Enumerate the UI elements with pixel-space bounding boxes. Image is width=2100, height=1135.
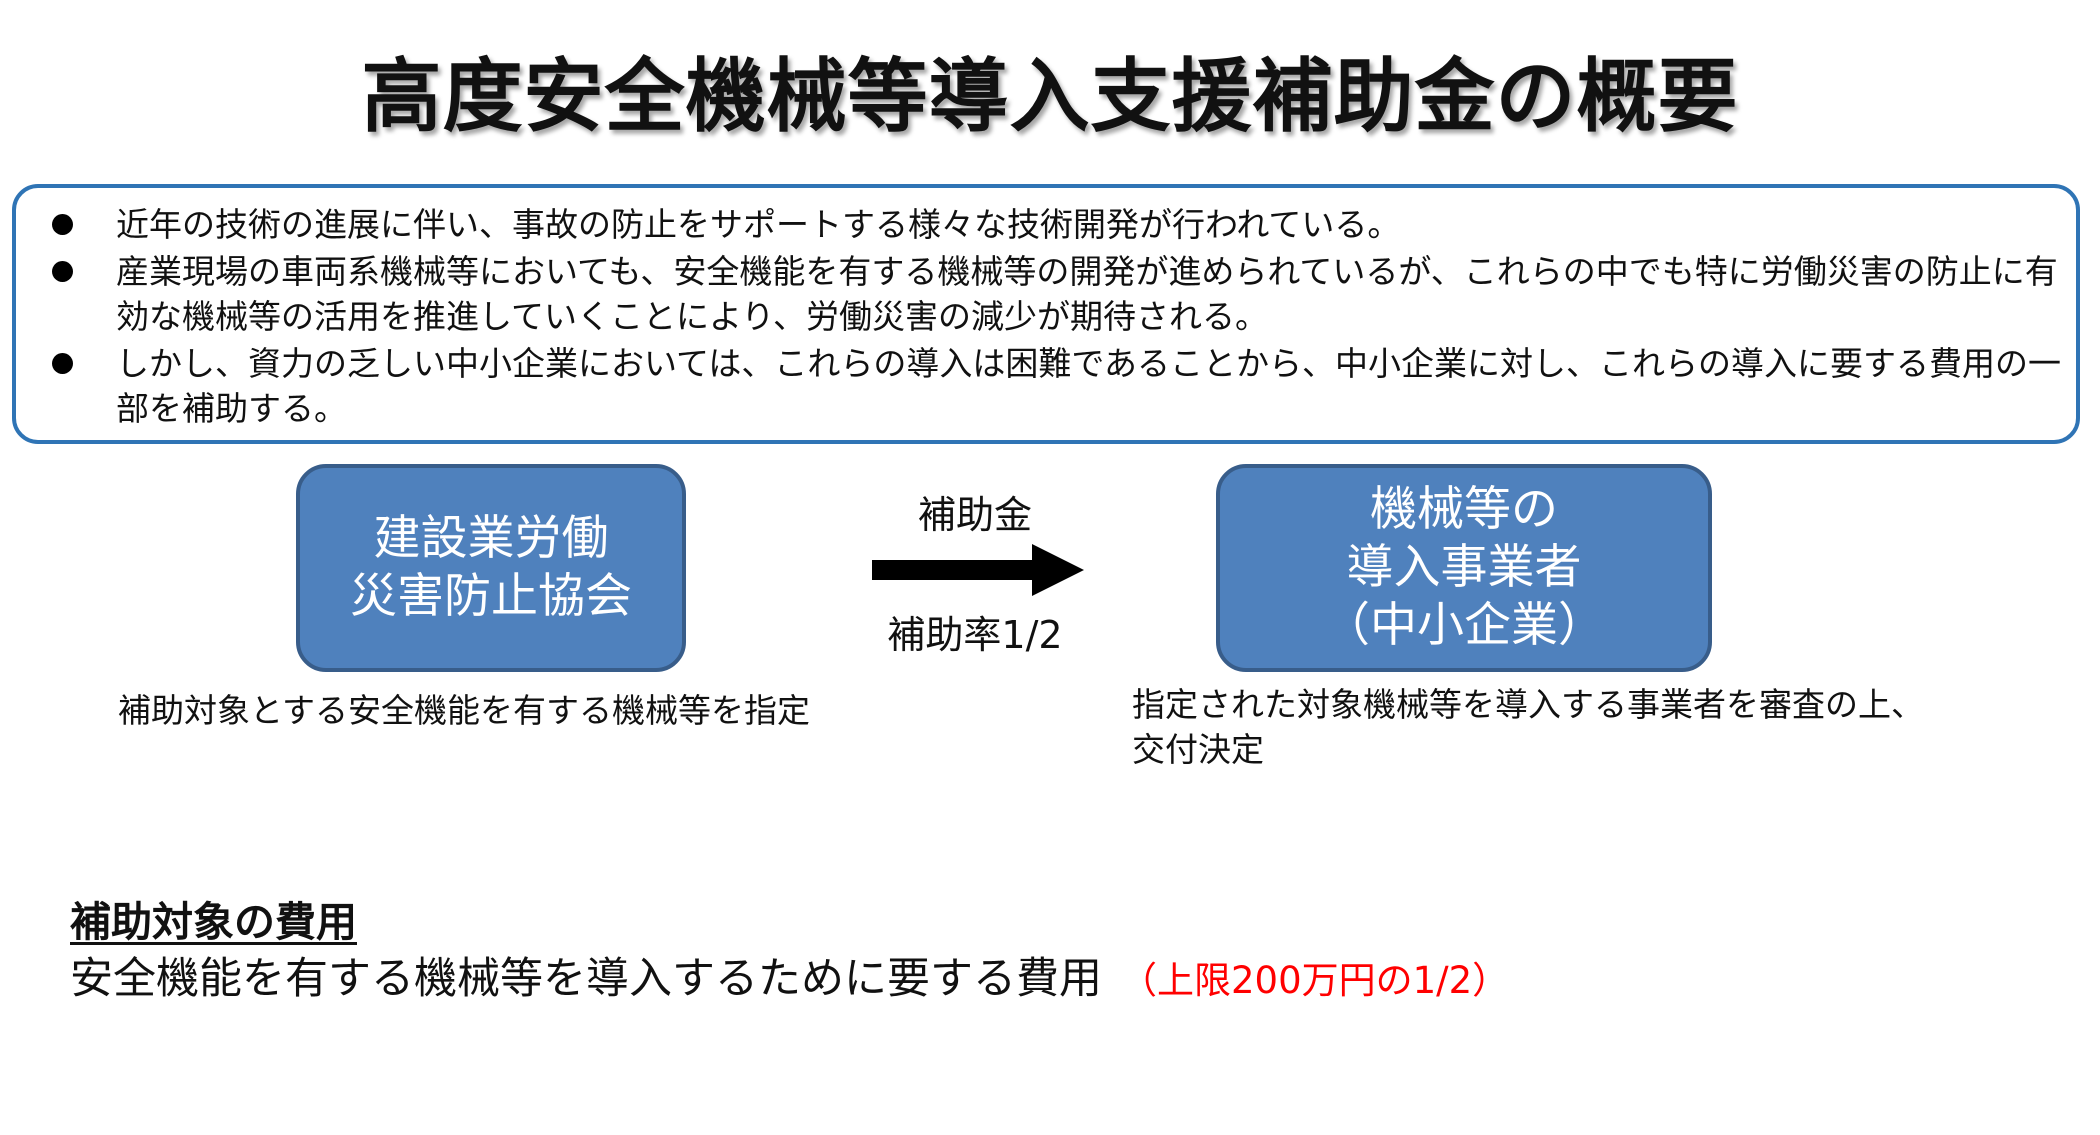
summary-bullet-item: 近年の技術の進展に伴い、事故の防止をサポートする様々な技術開発が行われている。 <box>46 202 2076 247</box>
subsidy-rate-label: 補助率1/2 <box>887 613 1063 657</box>
cost-limit-note: （上限200万円の1/2） <box>1120 959 1510 1002</box>
summary-bullet-list: 近年の技術の進展に伴い、事故の防止をサポートする様々な技術開発が行われている。 … <box>46 202 2076 433</box>
summary-bullet-item: 産業現場の車両系機械等においても、安全機能を有する機械等の開発が進められているが… <box>46 249 2076 339</box>
summary-bullet-text: 産業現場の車両系機械等においても、安全機能を有する機械等の開発が進められているが… <box>116 252 2058 336</box>
recipient-box: 機械等の 導入事業者 （中小企業） <box>1216 464 1712 672</box>
summary-bullet-text: 近年の技術の進展に伴い、事故の防止をサポートする様々な技術開発が行われている。 <box>116 205 1401 244</box>
association-label-line1: 建設業労働 <box>373 511 609 566</box>
subsidy-label: 補助金 <box>917 493 1032 537</box>
recipient-description-line1: 指定された対象機械等を導入する事業者を審査の上、 <box>1132 685 1924 724</box>
bullet-icon <box>52 261 73 282</box>
bullet-icon <box>52 353 73 374</box>
cost-text: 安全機能を有する機械等を導入するために要する費用 <box>70 954 1102 1004</box>
recipient-label-line3: （中小企業） <box>1323 598 1605 653</box>
summary-bullet-item: しかし、資力の乏しい中小企業においては、これらの導入は困難であることから、中小企… <box>46 341 2076 431</box>
bullet-icon <box>52 214 73 235</box>
summary-box: 近年の技術の進展に伴い、事故の防止をサポートする様々な技術開発が行われている。 … <box>12 184 2080 444</box>
association-box: 建設業労働 災害防止協会 <box>296 464 686 672</box>
recipient-description-line2: 交付決定 <box>1132 730 1264 769</box>
cost-heading: 補助対象の費用 <box>70 898 357 946</box>
association-description: 補助対象とする安全機能を有する機械等を指定 <box>118 691 811 730</box>
right-arrow-icon <box>872 544 1084 596</box>
cost-line: 安全機能を有する機械等を導入するために要する費用 （上限200万円の1/2） <box>70 944 1509 1006</box>
page-title: 高度安全機械等導入支援補助金の概要 <box>361 50 1739 143</box>
recipient-description: 指定された対象機械等を導入する事業者を審査の上、 交付決定 <box>1132 682 1924 772</box>
association-label-line2: 災害防止協会 <box>350 569 632 624</box>
summary-bullet-text: しかし、資力の乏しい中小企業においては、これらの導入は困難であることから、中小企… <box>116 344 2062 428</box>
recipient-label-line2: 導入事業者 <box>1346 540 1582 595</box>
recipient-label-line1: 機械等の <box>1370 482 1558 537</box>
